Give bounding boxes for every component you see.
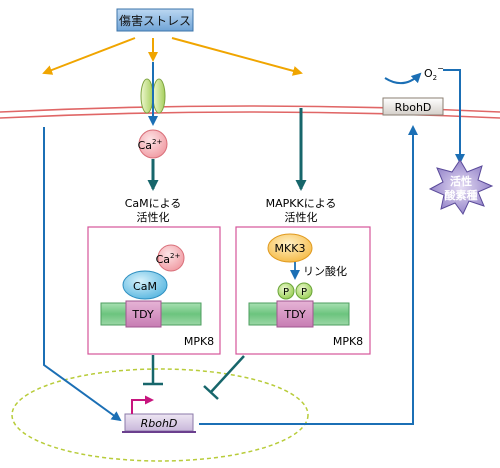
left-tdy-y: Y: [146, 308, 154, 321]
svg-text:TDY: TDY: [131, 308, 154, 321]
left-kinase-label: MPK8: [184, 335, 214, 348]
gene-to-rbohd-arrow: [199, 125, 418, 425]
stress-arrow-right: [171, 37, 303, 76]
right-mpk8-protein: TDY: [248, 300, 350, 328]
cam-activation-box: Ca2+ CaM TDY MPK8: [87, 226, 221, 355]
mapkk-caption-line2: 活性化: [285, 210, 318, 224]
right-inhibition: [203, 355, 245, 400]
calcium-charge: 2+: [152, 138, 162, 146]
gene-label: RbohD: [141, 417, 178, 430]
superoxide-sub: 2: [433, 74, 437, 82]
mapkk-activation-box: MKK3 リン酸化 P P TDY MPK8: [235, 226, 371, 355]
svg-text:Ca2+: Ca2+: [138, 138, 163, 152]
nucleus-outline: [11, 368, 309, 462]
calcium-label: Ca: [138, 139, 152, 152]
stress-arrow-left: [42, 37, 136, 75]
ros-label-line2: 酸素種: [445, 188, 478, 202]
cam-caption-line1: CaMによる: [125, 197, 182, 210]
svg-text:Ca2+: Ca2+: [156, 252, 181, 266]
left-mpk8-protein: TDY: [100, 300, 202, 328]
superoxide-sup: −: [437, 64, 444, 73]
cam-protein: CaM: [122, 270, 168, 300]
box-calcium-label: Ca: [156, 253, 170, 266]
right-tdy-y: Y: [298, 308, 306, 321]
phosphorylation-label: リン酸化: [303, 264, 347, 278]
superoxide-production-arrow: [384, 72, 422, 85]
calcium-ion: Ca2+: [138, 129, 168, 159]
ros-label-line1: 活性: [450, 174, 472, 188]
stress-arrows: [42, 37, 303, 76]
cam-label: CaM: [133, 280, 157, 293]
stress-node: 傷害ストレス: [116, 8, 194, 32]
box-calcium-ion: Ca2+: [156, 244, 185, 272]
stress-to-gene-arrow: [43, 127, 122, 422]
phosphate-group-2: P: [295, 282, 313, 300]
mkk3-label: MKK3: [275, 242, 306, 255]
box-calcium-charge: 2+: [170, 252, 180, 260]
right-tdy-t: T: [283, 308, 291, 321]
rbohd-membrane-protein: RbohD: [382, 97, 444, 116]
mapkk-caption-line1: MAPKKによる: [266, 197, 337, 210]
transcription-start-arrow: [131, 395, 154, 414]
rbohd-membrane-label: RbohD: [395, 101, 432, 114]
phosphate-label-2: P: [301, 287, 307, 298]
superoxide-label: O: [424, 67, 433, 80]
phosphate-group-1: P: [277, 282, 295, 300]
phosphate-label-1: P: [283, 287, 289, 298]
left-tdy-d: D: [139, 308, 147, 321]
rbohd-gene: RbohD: [122, 413, 196, 433]
left-inhibition: [143, 355, 163, 386]
cam-caption-line2: 活性化: [137, 210, 170, 224]
right-tdy-d: D: [291, 308, 299, 321]
left-tdy-t: T: [131, 308, 139, 321]
stress-label: 傷害ストレス: [119, 13, 191, 28]
mkk3-protein: MKK3: [267, 233, 313, 263]
superoxide-to-ros-arrow: [443, 69, 465, 164]
calcium-channel: [140, 78, 166, 114]
svg-text:O2−: O2−: [424, 64, 444, 82]
right-kinase-label: MPK8: [333, 335, 363, 348]
ros-starburst: 活性 酸素種: [428, 159, 494, 215]
svg-text:TDY: TDY: [283, 308, 306, 321]
